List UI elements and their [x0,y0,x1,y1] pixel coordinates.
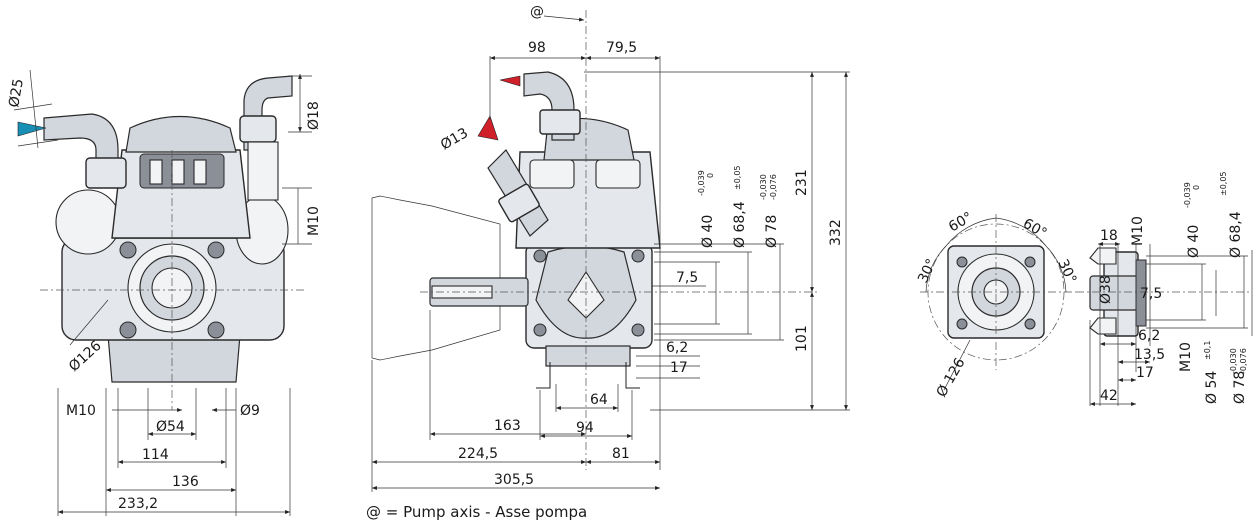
side-l224: 224,5 [458,446,498,462]
front-thread-base: M10 [66,403,96,419]
side-axis-symbol: @ [530,4,544,20]
detail-d78: Ø 78 [1232,371,1248,404]
flange-a30-left: 30° [915,256,940,285]
side-d68-tol: ±0,05 [733,165,742,190]
side-d17: 17 [670,360,688,376]
side-d40-tol-upper: -0,039 [697,170,706,196]
side-d6-2: 6,2 [666,340,688,356]
detail-drawing [1089,247,1147,337]
detail-m10-bottom: M10 [1178,342,1194,372]
side-top-79: 79,5 [606,40,637,56]
front-d-outlet: Ø18 [306,101,322,130]
side-l81: 81 [612,446,630,462]
detail-d40-tol-lower: 0 [1192,185,1201,190]
side-h231: 231 [794,169,810,196]
outlet-arrow-icon [499,75,521,87]
side-d94: 94 [576,420,594,436]
front-view: Ø25 Ø18 M10 Ø126 M10 Ø9 Ø54 114 136 233,… [6,69,322,516]
flange-d126: Ø 126 [934,355,969,400]
detail-d7-5: 7,5 [1140,286,1162,302]
side-d68: Ø 68,4 [732,201,748,248]
side-top-98: 98 [528,40,546,56]
detail-d54-tol: ±0,1 [1203,341,1212,360]
flange-a60-left: 60° [946,209,976,235]
side-l305: 305,5 [494,472,534,488]
detail-d40: Ø 40 [1186,225,1202,258]
side-d-outlet-small: Ø13 [438,125,471,153]
side-d7-5: 7,5 [676,270,698,286]
outlet-small-arrow-icon [477,115,499,141]
flange-a30-right: 30° [1054,257,1079,286]
front-d-center: Ø54 [156,419,185,435]
side-d78-tol-upper: -0,030 [759,174,768,200]
front-w-114: 114 [142,447,169,463]
detail-d17: 17 [1136,365,1154,381]
detail-m10-top: M10 [1130,216,1146,246]
side-d64: 64 [590,392,608,408]
detail-view: 18 M10 Ø 40 -0,039 0 Ø 68,4 ±0,05 Ø38 7,… [1076,171,1253,406]
detail-d68-tol: ±0,05 [1219,171,1228,196]
flange-view: 60° 60° 30° 30° Ø 126 [915,209,1079,400]
front-w-136: 136 [172,474,199,490]
detail-d54: Ø 54 [1204,371,1220,404]
detail-d18: 18 [1100,228,1118,244]
detail-d38: Ø38 [1098,275,1114,304]
front-d-holes: Ø9 [240,403,260,419]
side-l163: 163 [494,418,521,434]
inlet-arrow-icon [17,121,47,137]
side-d78-tol-lower: -0,076 [769,174,778,200]
detail-d13-5: 13,5 [1134,347,1165,363]
side-view-pump-body [371,71,661,389]
legend-pump-axis: @ = Pump axis - Asse pompa [366,503,587,521]
detail-d40-tol-upper: -0,039 [1183,182,1192,208]
detail-d78-tol-upper: -0,030 [1229,348,1238,374]
front-d-inlet: Ø25 [6,78,27,109]
side-d78: Ø 78 [764,215,780,248]
flange-a60-right: 60° [1020,216,1050,242]
side-h101: 101 [794,325,810,352]
front-thread-side: M10 [306,206,322,236]
side-d40-tol-lower: 0 [706,173,715,178]
front-w-233: 233,2 [118,496,158,512]
side-view: @ 98 79,5 Ø13 Ø 40 -0,039 0 Ø 68,4 ±0,05… [371,4,850,492]
detail-d6-2: 6,2 [1138,328,1160,344]
detail-d78-tol-lower: -0,076 [1239,348,1248,374]
side-d40: Ø 40 [700,215,716,248]
detail-d68: Ø 68,4 [1228,211,1244,258]
detail-d42: 42 [1100,388,1118,404]
side-h332: 332 [828,219,844,246]
front-view-pump-body [17,75,293,383]
